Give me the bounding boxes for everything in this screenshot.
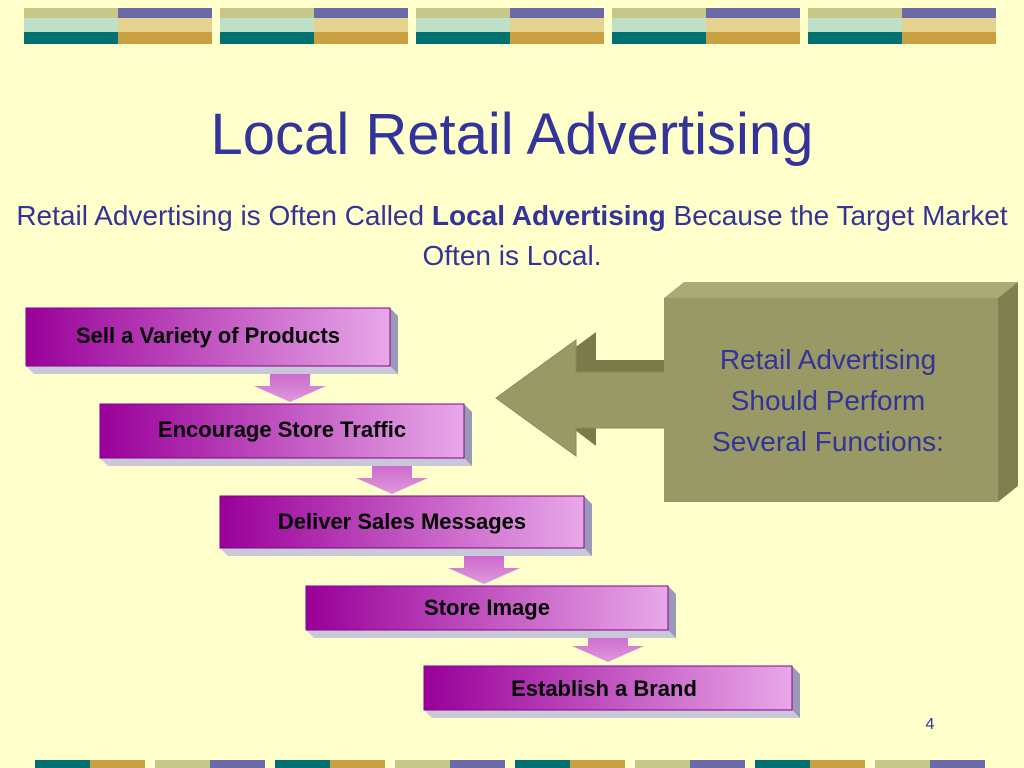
callout-line: Several Functions: xyxy=(712,426,944,457)
function-box: Sell a Variety of Products xyxy=(25,307,398,374)
function-box: Store Image xyxy=(305,585,676,638)
border-block xyxy=(808,8,996,44)
callout-box xyxy=(664,282,1018,502)
function-box: Deliver Sales Messages xyxy=(219,495,592,556)
function-box: Encourage Store Traffic xyxy=(99,403,472,466)
function-box: Establish a Brand xyxy=(423,665,800,718)
down-arrow xyxy=(254,371,326,402)
function-label: Store Image xyxy=(424,595,550,620)
flow-arrows xyxy=(254,371,644,662)
subtitle-emphasis: Local Advertising xyxy=(431,200,666,231)
slide-subtitle: Retail Advertising is Often Called Local… xyxy=(10,196,1014,276)
border-block xyxy=(24,8,212,44)
function-label: Encourage Store Traffic xyxy=(158,417,406,442)
callout-arrow xyxy=(495,332,680,457)
callout-text: Retail Advertising Should Perform Severa… xyxy=(712,344,944,457)
border-block xyxy=(220,8,408,44)
down-arrow xyxy=(448,554,520,584)
function-label: Deliver Sales Messages xyxy=(278,509,526,534)
down-arrow xyxy=(572,634,644,662)
slide-title: Local Retail Advertising xyxy=(210,102,814,167)
bottom-border xyxy=(35,760,985,768)
function-label: Sell a Variety of Products xyxy=(76,323,340,348)
subtitle-text: Because the Target Market Often is Local… xyxy=(422,200,1008,271)
callout-line: Should Perform xyxy=(731,385,926,416)
callout-line: Retail Advertising xyxy=(720,344,936,375)
down-arrow xyxy=(356,463,428,494)
subtitle-text: Retail Advertising is Often Called xyxy=(16,200,432,231)
page-number: 4 xyxy=(925,716,935,733)
function-label: Establish a Brand xyxy=(511,676,697,701)
border-block xyxy=(612,8,800,44)
border-block xyxy=(416,8,604,44)
top-border xyxy=(24,8,996,44)
